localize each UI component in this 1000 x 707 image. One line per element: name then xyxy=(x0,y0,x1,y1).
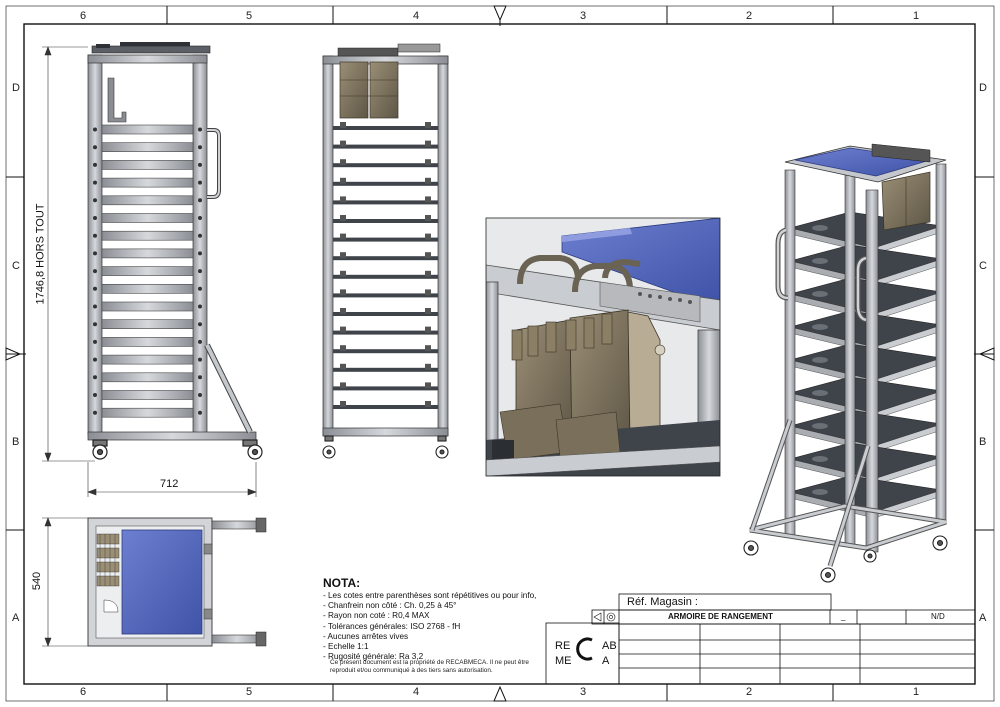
nota-title: NOTA: xyxy=(323,576,361,590)
shelf-rail xyxy=(101,283,194,294)
drawing-title: ARMOIRE DE RANGEMENT xyxy=(668,612,773,621)
title-block-lines xyxy=(545,593,976,685)
depth-dimension xyxy=(42,517,88,647)
shelf-rail xyxy=(101,177,194,188)
shelf-rail xyxy=(333,163,438,168)
zone-row-label: D xyxy=(979,82,987,94)
width-dimension xyxy=(87,462,257,497)
shelf-rail xyxy=(333,312,438,316)
shelf-rail xyxy=(333,237,438,242)
depth-dimension-label: 540 xyxy=(31,571,44,591)
zone-col-label: 4 xyxy=(413,686,420,698)
nota-item: - Chanfrein non côté : Ch. 0,25 à 45° xyxy=(323,601,457,611)
logo-mark xyxy=(576,637,593,661)
zone-row-label: C xyxy=(12,260,20,272)
zone-row-label: C xyxy=(979,260,987,272)
shelf-rail xyxy=(101,230,194,241)
side-view xyxy=(322,43,449,459)
shelf-rail xyxy=(101,319,194,330)
height-dimension-label: 1746,8 HORS TOUT xyxy=(34,203,47,305)
zone-col-label: 6 xyxy=(80,10,87,22)
zone-ticks xyxy=(6,6,994,701)
logo-text-re: RE xyxy=(555,640,571,652)
shelf-rail xyxy=(101,372,194,383)
revision-value: N/D xyxy=(931,612,945,621)
shelf-rail xyxy=(101,195,194,206)
shelf-rail xyxy=(101,390,194,400)
shelf-rail xyxy=(101,337,194,347)
ownership-notice: Ce présent document est la propriété de … xyxy=(330,659,529,674)
nota-item: - Echelle 1:1 xyxy=(323,642,369,652)
shelf-rail xyxy=(333,330,438,335)
shelf-rail xyxy=(101,248,194,259)
height-dimension xyxy=(42,46,95,462)
shelf-rail xyxy=(333,367,438,372)
zone-col-label: 1 xyxy=(913,10,920,22)
shelf-rail xyxy=(101,160,194,170)
shelf-rail xyxy=(333,200,438,205)
centering-marks xyxy=(5,5,995,702)
nota-item: - Aucunes arrêtes vives xyxy=(323,631,409,641)
shelf-rail xyxy=(101,301,194,312)
projection-symbol xyxy=(593,612,616,622)
logo-text-a: A xyxy=(602,655,610,667)
shelf-rail xyxy=(101,407,194,418)
shelf-rail xyxy=(333,386,438,391)
shelf-rail xyxy=(333,181,438,186)
detail-view xyxy=(485,217,721,477)
nota-item: - Tolérances générales: ISO 2768 - fH xyxy=(323,621,461,631)
front-view xyxy=(87,42,263,460)
shelf-rail xyxy=(333,144,438,149)
zone-row-label: D xyxy=(12,82,20,94)
zone-row-label: A xyxy=(979,612,987,624)
shelf-rail xyxy=(333,126,438,130)
zone-col-label: 2 xyxy=(746,686,753,698)
zone-col-label: 6 xyxy=(80,686,87,698)
logo-text-me: ME xyxy=(555,655,572,667)
zone-row-label: B xyxy=(12,436,20,448)
title-block-dash: _ xyxy=(841,612,846,621)
zone-col-label: 5 xyxy=(246,10,253,22)
shelf-rail xyxy=(101,354,194,365)
shelf-rail xyxy=(101,142,194,152)
nota-item: - Rayon non coté : R0,4 MAX xyxy=(323,611,430,621)
shelf-rail xyxy=(333,293,438,298)
shelf-rail xyxy=(101,124,194,135)
nota-list: - Les cotes entre parenthèses sont répét… xyxy=(323,591,536,662)
top-view xyxy=(87,517,267,647)
width-dimension-label: 712 xyxy=(160,478,179,490)
ref-magasin-label: Réf. Magasin : xyxy=(627,596,698,608)
zone-row-label: A xyxy=(12,612,20,624)
isometric-view xyxy=(743,143,948,583)
shelf-rail xyxy=(101,266,194,276)
shelf-rail xyxy=(333,256,438,261)
zone-col-label: 4 xyxy=(413,10,420,22)
shelf-rail xyxy=(333,274,438,279)
zone-row-label: B xyxy=(979,436,987,448)
zone-col-label: 3 xyxy=(580,686,587,698)
zone-col-label: 3 xyxy=(580,10,587,22)
zone-col-label: 5 xyxy=(246,686,253,698)
shelf-rail xyxy=(333,405,438,409)
shelf-rail xyxy=(333,349,438,354)
zone-col-label: 2 xyxy=(746,10,753,22)
zone-col-label: 1 xyxy=(913,686,920,698)
logo-text-ab: AB xyxy=(602,640,617,652)
shelf-rail xyxy=(101,213,194,223)
shelf-rail xyxy=(333,219,438,223)
nota-item: - Rugosité générale: Ra 3,2 xyxy=(323,652,424,662)
nota-item: - Les cotes entre parenthèses sont répét… xyxy=(323,591,537,600)
